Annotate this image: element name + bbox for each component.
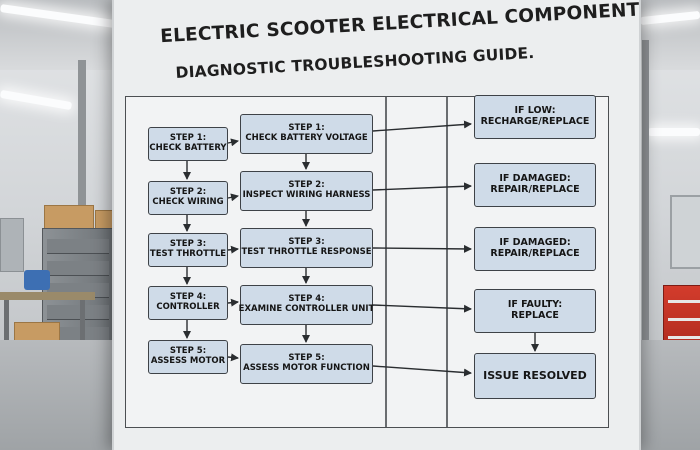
middle-step-3-box: STEP 3: TEST THROTTLE RESPONSE [240, 228, 373, 268]
workbench [0, 292, 95, 300]
left-step-4-box: STEP 4: CONTROLLER [148, 286, 228, 320]
middle-step-2-box: STEP 2: INSPECT WIRING HARNESS [240, 171, 373, 211]
cardboard-box [44, 205, 94, 231]
outcome-4-box: IF FAULTY: REPLACE [474, 289, 596, 333]
left-step-2-number: STEP 2: [169, 187, 207, 198]
bench-vise [24, 270, 50, 290]
left-step-4-label: CONTROLLER [156, 302, 220, 312]
outcome-5-box: ISSUE RESOLVED [474, 353, 596, 399]
middle-step-3-number: STEP 3: [288, 237, 325, 248]
left-step-1-label: CHECK BATTERY [149, 143, 227, 153]
middle-step-1-box: STEP 1: CHECK BATTERY VOLTAGE [240, 114, 373, 154]
wall-rack [670, 195, 700, 269]
left-step-4-number: STEP 4: [169, 292, 207, 303]
left-step-3-box: STEP 3: TEST THROTTLE [148, 233, 228, 267]
middle-step-4-number: STEP 4: [288, 294, 325, 305]
middle-step-1-number: STEP 1: [288, 123, 325, 134]
middle-step-5-number: STEP 5: [288, 353, 325, 364]
outcome-4-action: REPLACE [511, 310, 559, 321]
left-step-3-number: STEP 3: [169, 239, 207, 250]
outcome-2-action: REPAIR/REPLACE [490, 184, 580, 195]
outcome-5-label: ISSUE RESOLVED [483, 368, 587, 382]
left-step-2-box: STEP 2: CHECK WIRING [148, 181, 228, 215]
support-beam [78, 60, 86, 340]
left-step-1-box: STEP 1: CHECK BATTERY [148, 127, 228, 161]
left-step-3-label: TEST THROTTLE [149, 249, 227, 259]
outcome-2-condition: IF DAMAGED: [499, 173, 571, 185]
middle-step-2-number: STEP 2: [288, 180, 325, 191]
middle-step-2-label: INSPECT WIRING HARNESS [242, 190, 371, 200]
workbench-leg [4, 300, 9, 352]
outcome-1-action: RECHARGE/REPLACE [480, 116, 590, 127]
middle-step-4-label: EXAMINE CONTROLLER UNIT [238, 304, 375, 314]
left-step-5-label: ASSESS MOTOR [150, 356, 226, 366]
outcome-1-box: IF LOW: RECHARGE/REPLACE [474, 95, 596, 139]
left-step-5-box: STEP 5: ASSESS MOTOR [148, 340, 228, 374]
workbench-leg [80, 300, 85, 352]
left-step-1-number: STEP 1: [169, 133, 207, 144]
middle-step-4-box: STEP 4: EXAMINE CONTROLLER UNIT [238, 285, 375, 325]
outcome-3-box: IF DAMAGED: REPAIR/REPLACE [474, 227, 596, 271]
outcome-3-action: REPAIR/REPLACE [490, 248, 580, 259]
outcome-2-box: IF DAMAGED: REPAIR/REPLACE [474, 163, 596, 207]
middle-step-3-label: TEST THROTTLE RESPONSE [241, 247, 372, 257]
outcome-4-condition: IF FAULTY: [507, 299, 563, 311]
support-beam [642, 40, 649, 340]
electrical-panel [0, 218, 24, 272]
left-step-2-label: CHECK WIRING [152, 197, 224, 207]
middle-step-5-box: STEP 5: ASSESS MOTOR FUNCTION [240, 344, 373, 384]
left-step-5-number: STEP 5: [169, 346, 207, 357]
middle-step-1-label: CHECK BATTERY VOLTAGE [245, 133, 368, 143]
middle-step-5-label: ASSESS MOTOR FUNCTION [243, 363, 370, 373]
outcome-1-condition: IF LOW: [514, 105, 556, 117]
column-divider [385, 97, 387, 427]
column-divider [446, 97, 448, 427]
ceiling-light [648, 128, 700, 136]
outcome-3-condition: IF DAMAGED: [499, 237, 571, 249]
